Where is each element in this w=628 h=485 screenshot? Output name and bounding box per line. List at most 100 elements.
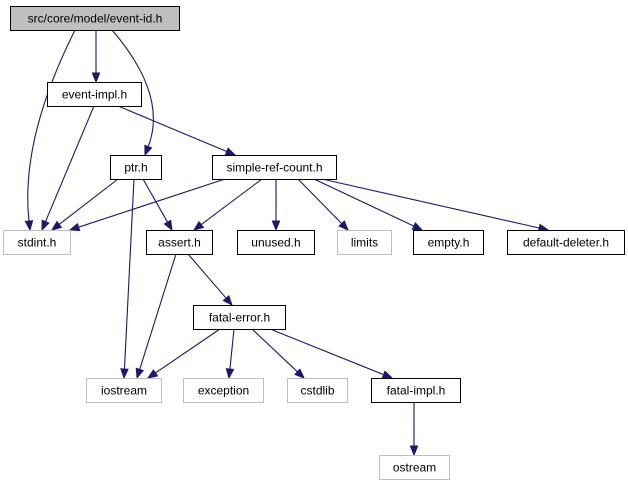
node-box [507,230,625,255]
edge-line [251,328,298,373]
edge-arrowhead [225,368,235,380]
node-event-id[interactable]: src/core/model/event-id.h [10,6,180,31]
edge-ptr-to-stdint [50,178,119,231]
node-box [379,455,450,480]
node-box [371,378,461,403]
edge-arrowhead [144,144,153,157]
node-label: assert.h [158,236,201,250]
node-box [146,230,213,255]
edge-ptr-to-assert [142,178,173,232]
node-box [47,82,142,107]
edge-arrowhead [120,368,129,380]
node-label: limits [351,236,378,250]
node-iostream: iostream [86,378,162,403]
node-label: cstdlib [300,384,334,398]
edge-arrowhead [163,219,173,232]
node-event-impl[interactable]: event-impl.h [47,82,142,107]
node-box [183,378,264,403]
edge-fatal-error-to-cstdlib [251,328,305,379]
edge-arrowhead [91,72,101,84]
edge-arrowhead [224,147,237,156]
edge-line [44,105,95,222]
edge-line [313,178,415,227]
node-label: fatal-impl.h [387,384,446,398]
edges-layer [24,29,550,457]
node-empty[interactable]: empty.h [413,230,484,255]
node-box [413,230,484,255]
edge-line [27,29,76,222]
node-label: src/core/model/event-id.h [28,12,163,26]
node-default-deleter[interactable]: default-deleter.h [507,230,625,255]
edge-simple-ref-count-to-stdint [68,178,226,232]
edge-line [139,253,177,370]
node-box [212,155,337,180]
node-box [237,230,315,255]
node-label: exception [198,384,249,398]
edge-fatal-impl-to-ostream [409,402,419,457]
node-label: unused.h [251,236,300,250]
nodes-layer: src/core/model/event-id.h event-impl.h ptr… [3,6,625,480]
edge-assert-to-fatal-error [187,253,233,307]
edge-line [321,178,540,229]
node-label: empty.h [428,236,470,250]
edge-line [187,253,227,299]
edge-arrowhead [24,220,34,232]
node-stdint: stdint.h [3,230,71,255]
edge-arrowhead [41,219,50,232]
edge-event-impl-to-simple-ref-count [117,105,237,156]
node-fatal-error[interactable]: fatal-error.h [193,305,286,330]
edge-fatal-error-to-exception [225,328,235,380]
node-label: stdint.h [18,236,57,250]
edge-arrowhead [50,220,63,231]
edge-event-id-to-event-impl [91,30,101,84]
node-box [86,378,162,403]
edge-arrowhead [222,294,233,307]
edge-arrowhead [409,445,419,457]
node-label: event-impl.h [62,88,127,102]
node-ostream: ostream [379,455,450,480]
edge-line [123,178,135,370]
node-fatal-impl[interactable]: fatal-impl.h [371,378,461,403]
edge-arrowhead [271,220,281,232]
edge-event-impl-to-stdint [41,105,95,232]
node-box [337,230,392,255]
edge-line [229,328,235,370]
edge-arrowhead [68,222,81,232]
edge-arrowhead [411,222,424,231]
node-exception: exception [183,378,264,403]
node-label: fatal-error.h [209,311,270,325]
node-label: ptr.h [124,161,147,175]
edge-line [142,178,169,223]
edge-line [78,178,226,228]
edge-ptr-to-iostream [120,178,135,380]
edge-simple-ref-count-to-default-deleter [321,178,550,233]
node-label: simple-ref-count.h [226,161,322,175]
edge-line [117,105,227,153]
node-box [287,378,348,403]
edge-line [297,178,343,224]
edge-line [200,178,263,226]
edge-arrowhead [338,220,349,231]
node-box [10,6,180,31]
edge-line [58,178,119,225]
node-limits: limits [337,230,392,255]
node-simple-ref-count[interactable]: simple-ref-count.h [212,155,337,180]
edge-arrowhead [381,370,394,379]
edge-assert-to-iostream [135,253,177,380]
edge-simple-ref-count-to-assert [192,178,263,231]
node-box [110,155,162,180]
edge-line [269,328,384,376]
node-cstdlib: cstdlib [287,378,348,403]
edge-simple-ref-count-to-empty [313,178,424,231]
node-box [3,230,71,255]
edge-event-id-to-ptr [111,29,154,157]
node-assert[interactable]: assert.h [146,230,213,255]
node-ptr[interactable]: ptr.h [110,155,162,180]
edge-simple-ref-count-to-unused [271,179,281,232]
edge-arrowhead [135,367,144,380]
edge-arrowhead [192,220,205,231]
node-unused[interactable]: unused.h [237,230,315,255]
edge-arrowhead [294,368,305,379]
edge-line [155,328,221,374]
